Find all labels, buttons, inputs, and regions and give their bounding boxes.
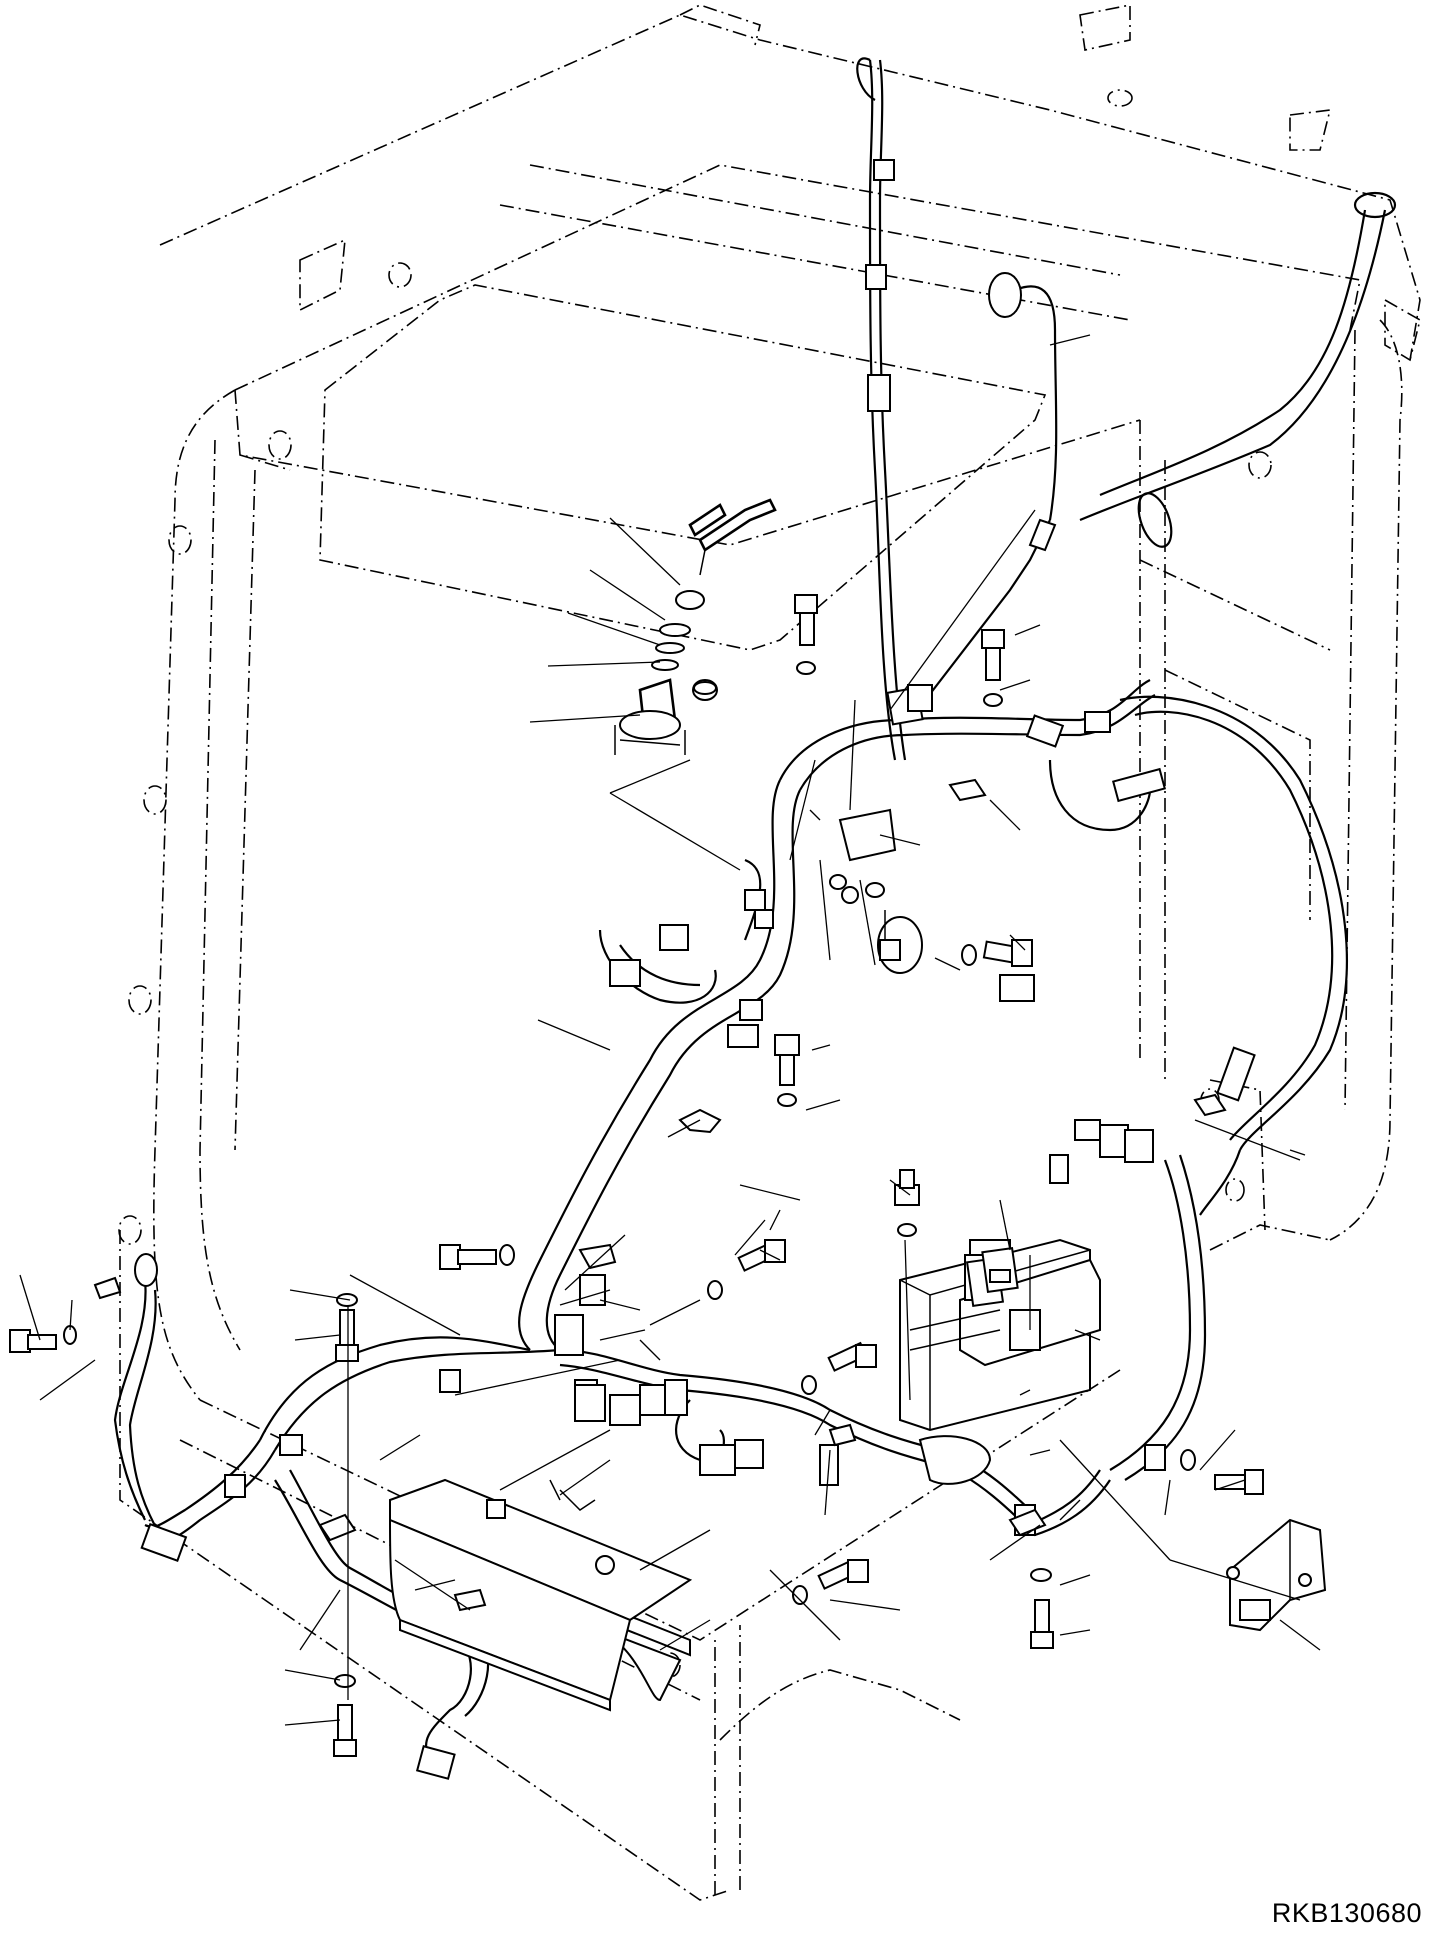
- washer: [792, 1585, 808, 1605]
- bolt: [827, 1341, 877, 1372]
- bolt: [9, 1329, 57, 1353]
- cab-frame: [118, 4, 1421, 1901]
- bolt: [737, 1239, 786, 1272]
- bolt: [333, 1704, 357, 1757]
- bolt: [1030, 1599, 1054, 1649]
- bolt: [794, 594, 818, 646]
- buzzer: [829, 874, 923, 974]
- washers: [63, 661, 1196, 1688]
- bolt: [439, 1244, 497, 1270]
- washer: [961, 944, 977, 966]
- washer: [796, 661, 816, 675]
- rocker-switch: [965, 1246, 1019, 1308]
- drawing-code: RKB130680: [1271, 1898, 1422, 1928]
- roof-rear-tube: [1079, 191, 1397, 548]
- bolt: [1214, 1469, 1264, 1495]
- bracket: [1226, 1518, 1327, 1632]
- leader-lines: [19, 334, 1321, 1726]
- washer: [707, 1280, 723, 1300]
- bolt: [982, 939, 1033, 967]
- connectors: [134, 684, 1256, 1780]
- washer: [801, 1375, 817, 1395]
- key-switch-assembly: [614, 498, 777, 755]
- bolt: [335, 1309, 359, 1362]
- bolt: [981, 629, 1005, 681]
- bolts: [9, 594, 1264, 1757]
- wiring-harness: [113, 57, 1348, 1761]
- bolt: [894, 1169, 920, 1206]
- washer: [499, 1244, 515, 1266]
- washer: [897, 1223, 917, 1237]
- bolt: [774, 1034, 800, 1086]
- bolt: [817, 1559, 869, 1590]
- washer: [1030, 1568, 1052, 1582]
- washer: [983, 693, 1003, 707]
- washer: [334, 1674, 356, 1688]
- ground-terminals: [93, 518, 1227, 1612]
- washer: [693, 681, 717, 695]
- washer: [777, 1093, 797, 1107]
- washer: [1180, 1449, 1196, 1471]
- cover-plate: [388, 1478, 693, 1712]
